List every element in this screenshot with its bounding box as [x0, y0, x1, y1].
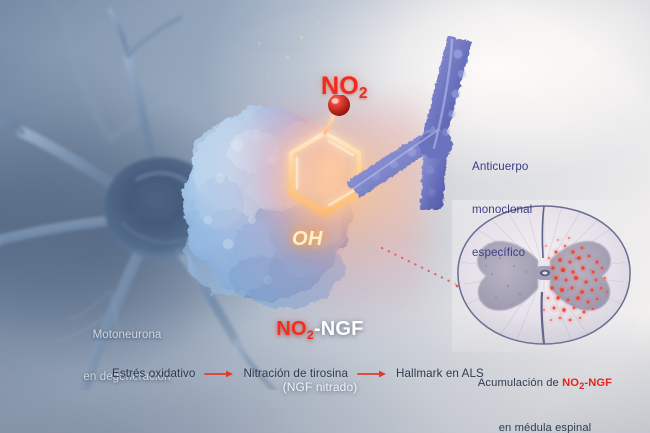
bokeh-speck	[318, 22, 320, 24]
spinal-cord-caption-line2: en médula espinal	[498, 422, 592, 433]
nitro-group-sphere	[328, 94, 350, 116]
flow-step-3: Hallmark en ALS	[396, 367, 484, 380]
no2-ngf-hotspots	[542, 236, 609, 322]
spinal-cord-caption: Acumulación de NO2-NGF en médula espinal	[455, 348, 635, 433]
neuron-label-line2: en degeneración	[83, 371, 171, 383]
nitro-group-label: NO2	[321, 72, 368, 102]
bokeh-speck	[258, 42, 261, 45]
flow-step-1: Estrés oxidativo	[112, 367, 196, 380]
caption-molecule-subscript: 2	[579, 381, 585, 392]
bokeh-speck	[268, 74, 270, 76]
bokeh-speck	[300, 36, 303, 39]
pathway-flow: Estrés oxidativo Nitración de tirosina H…	[112, 367, 484, 380]
antibody-label-line2: monoclonal	[472, 203, 533, 217]
caption-lead: Acumulación de	[477, 377, 563, 389]
flow-arrow-2-icon	[357, 369, 387, 379]
spinal-cord-cross-section	[452, 200, 637, 352]
bokeh-speck	[286, 56, 289, 59]
molecule-name-subscript: 2	[306, 328, 314, 342]
antibody-label-line3: específico	[472, 245, 526, 259]
spinal-cord-caption-line1: Acumulación de NO2-NGF	[455, 376, 635, 393]
hydroxyl-label: OH	[292, 228, 323, 250]
flow-step-2: Nitración de tirosina	[243, 367, 348, 380]
molecule-subtitle: (NGF nitrado)	[282, 380, 358, 394]
antibody-label-line1: Anticuerpo	[472, 160, 529, 174]
antibody-y-shape	[346, 36, 472, 210]
spinal-cord-histology	[452, 200, 637, 352]
neuron-label: Motoneurona en degeneración	[62, 300, 192, 412]
caption-molecule-prefix: NO	[562, 377, 580, 389]
antibody-label: Anticuerpo monoclonal específico	[472, 132, 532, 288]
flow-arrow-1-icon	[204, 369, 234, 379]
molecule-name: NO2-NGF	[215, 318, 425, 342]
molecule-name-prefix: NO	[276, 318, 307, 340]
caption-molecule-suffix: -NGF	[584, 377, 613, 389]
monoclonal-antibody	[338, 30, 498, 210]
molecule-name-suffix: -NGF	[313, 318, 364, 340]
nitro-group-text: NO	[321, 72, 359, 100]
neuron-label-line1: Motoneurona	[92, 329, 162, 341]
molecule-center-label: NO2-NGF (NGF nitrado)	[215, 282, 425, 430]
nitro-group-subscript: 2	[358, 85, 368, 102]
bottom-haze-band	[0, 313, 650, 433]
